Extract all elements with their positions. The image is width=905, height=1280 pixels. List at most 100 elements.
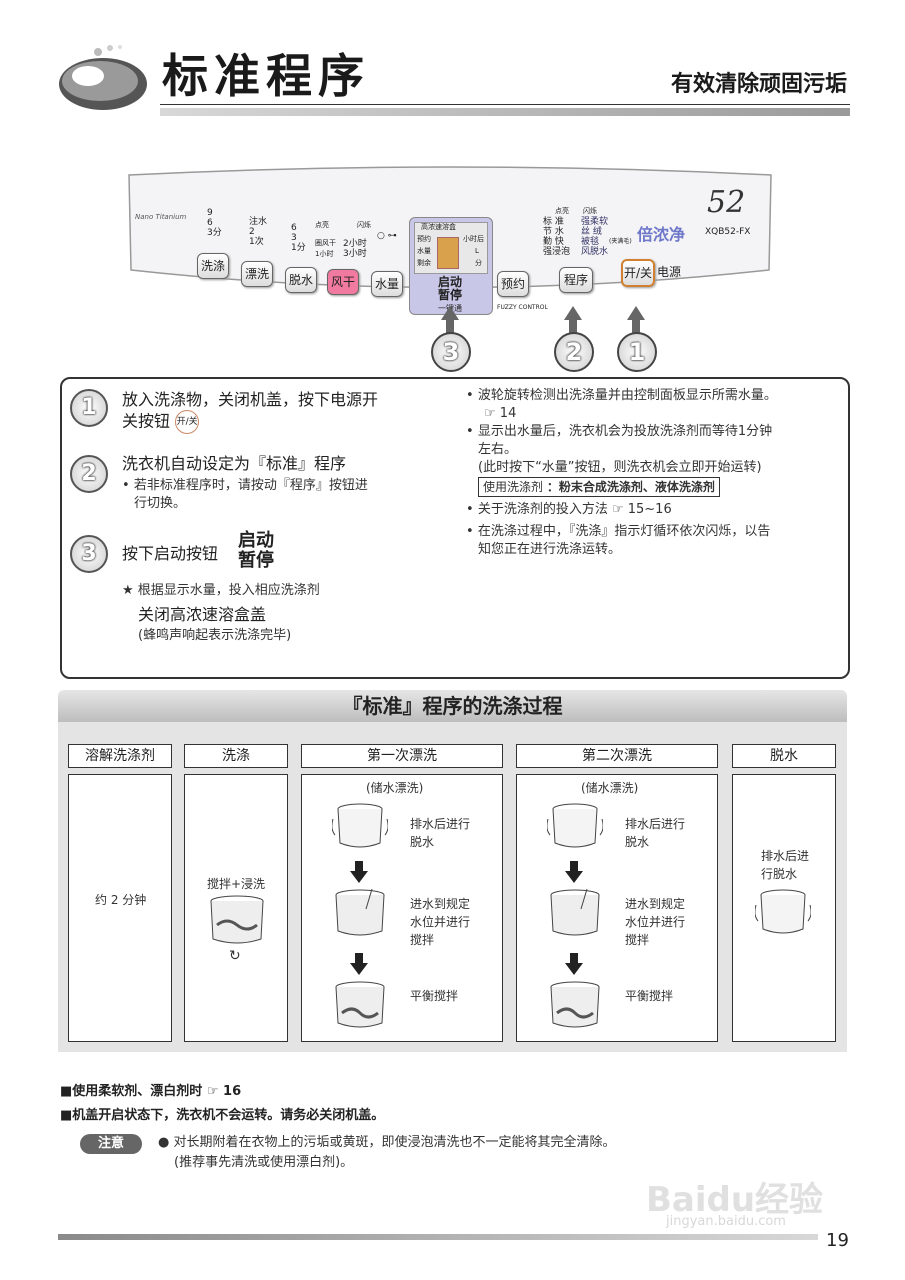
washing-tub-icon xyxy=(210,895,264,944)
dry-tag-blink: 闪烁 xyxy=(357,221,371,229)
wash-button[interactable]: 洗涤 xyxy=(197,253,229,279)
watermark-url: jingyan.baidu.com xyxy=(666,1214,786,1229)
col-header-rinse-2: 第二次漂洗 xyxy=(516,744,718,768)
down-arrow-icon xyxy=(565,953,583,975)
start-pause-label: 启动暂停 xyxy=(238,530,274,571)
down-arrow-icon xyxy=(350,953,368,975)
col-rinse-1: (储水漂洗) 排水后进行脱水 进水到规定水位并进行搅拌 平衡搅拌 xyxy=(301,774,503,1042)
note-lid: ■机盖开启状态下，洗衣机不会运转。请务必关闭机盖。 xyxy=(60,1108,385,1123)
water-level-button[interactable]: 水量 xyxy=(371,271,403,297)
step-3-beep-note: (蜂鸣声响起表示洗涤完毕) xyxy=(138,628,292,643)
power-label: 电源 xyxy=(657,265,682,279)
step-number: 2 xyxy=(70,455,108,493)
col-dissolve: 约 2 分钟 xyxy=(68,774,172,1042)
rinse-button[interactable]: 漂洗 xyxy=(241,261,273,287)
callout-number: 3 xyxy=(431,332,471,372)
step-number: 3 xyxy=(70,535,108,573)
display-label-reserve: 预约 xyxy=(417,235,431,243)
step-number: 1 xyxy=(70,389,108,427)
rinse-2-step-1: 排水后进行脱水 xyxy=(625,817,686,849)
step-3-star-note: ★ 根据显示水量，投入相应洗涤剂 xyxy=(122,583,320,598)
dissolve-time: 约 2 分钟 xyxy=(95,893,147,907)
rinse-mode: (储水漂洗) xyxy=(581,781,639,795)
rinse-2-step-2: 进水到规定水位并进行搅拌 xyxy=(625,897,686,947)
callout-number: 1 xyxy=(617,332,657,372)
display-label-hours-later: 小时后 xyxy=(463,235,484,243)
step-2-text: 洗衣机自动设定为『标准』程序 xyxy=(122,454,347,473)
program-list-right: 强柔软丝 绒被毯风脱水 xyxy=(581,217,609,257)
reserve-button[interactable]: 预约 xyxy=(497,271,529,297)
note-softener: ■使用柔软剂、漂白剂时 ☞ 16 xyxy=(60,1084,242,1099)
caution-badge: 注意 xyxy=(80,1134,142,1154)
down-arrow-icon xyxy=(565,861,583,883)
step-1-text: 放入洗涤物，关闭机盖，按下电源开 关按钮 开/关 xyxy=(122,389,452,434)
rinse-1-step-1: 排水后进行脱水 xyxy=(410,817,471,849)
callout-arrow-icon xyxy=(441,306,459,320)
dry-tag-circle: 圈风干 xyxy=(315,239,336,247)
key-lock-icon: ○ ⊶ xyxy=(377,231,397,241)
program-tag-blink: 闪烁 xyxy=(583,207,597,215)
callout-arrow-icon xyxy=(564,306,582,320)
page-title: 标准程序 xyxy=(162,49,370,103)
dry-button[interactable]: 风干 xyxy=(327,269,359,295)
rinse-1-step-2: 进水到规定水位并进行搅拌 xyxy=(410,897,471,947)
segment-display xyxy=(437,237,459,269)
wash-desc: 搅拌+浸洗 xyxy=(207,877,266,891)
fill-water-tub-icon xyxy=(335,889,385,936)
page-number: 19 xyxy=(826,1230,849,1251)
display-label-remaining: 剩余 xyxy=(417,259,431,267)
col-header-dissolve: 溶解洗涤剂 xyxy=(68,744,172,768)
col-header-rinse-1: 第一次漂洗 xyxy=(301,744,503,768)
footer-bar xyxy=(58,1234,818,1240)
model-number: 52 xyxy=(707,185,746,220)
watermark-brand: Baidu经验 xyxy=(646,1180,824,1220)
nano-titanium-logo: Nano Titanium xyxy=(135,213,187,221)
display-label-liters: L xyxy=(475,247,479,255)
display-label-minutes: 分 xyxy=(475,259,482,267)
header-logo-icon xyxy=(59,45,147,110)
spin-tub-icon xyxy=(755,889,811,934)
steps-box: 1 放入洗涤物，关闭机盖，按下电源开 关按钮 开/关 2 洗衣机自动设定为『标准… xyxy=(60,377,850,679)
program-list-left: 标 准节 水勤 快强浸泡 xyxy=(543,217,571,257)
rinse-2-step-3: 平衡搅拌 xyxy=(625,989,674,1003)
right-notes: • 波轮旋转检测出洗涤量并由控制面板显示所需水量。 ☞ 14 • 显示出水量后，… xyxy=(466,388,777,557)
step-3-close-lid: 关闭高浓速溶盒盖 xyxy=(138,605,267,624)
spin-desc: 排水后进行脱水 xyxy=(761,849,810,881)
step-2-bullet: • 若非标准程序时，请按动『程序』按钮进 行切换。 xyxy=(122,478,368,511)
header-rule xyxy=(160,104,850,105)
display-label-detergent-box: 高浓速溶盒 xyxy=(421,223,456,231)
page-subtitle: 有效清除顽固污垢 xyxy=(670,72,847,97)
fuzzy-control-label: FUZZY CONTROL xyxy=(497,304,548,311)
caution-text: ● 对长期附着在衣物上的污垢或黄斑，即使浸泡清洗也不一定能将其完全清除。 (推荐… xyxy=(158,1135,616,1170)
col-header-spin: 脱水 xyxy=(732,744,836,768)
step-3-text: 按下启动按钮 xyxy=(122,544,219,563)
program-tag-lit: 点亮 xyxy=(555,207,569,215)
dry-tag-lit: 点亮 xyxy=(315,221,329,229)
header-bar xyxy=(160,108,850,116)
model-code: XQB52-FX xyxy=(705,227,751,237)
col-wash: 搅拌+浸洗 ↻ xyxy=(184,774,288,1042)
power-button[interactable]: 开/关 xyxy=(621,259,655,287)
balance-stir-tub-icon xyxy=(335,981,385,1028)
program-button[interactable]: 程序 xyxy=(559,267,593,293)
col-spin: 排水后进行脱水 xyxy=(732,774,836,1042)
process-heading: 『标准』程序的洗涤过程 xyxy=(58,690,847,722)
rotate-icon: ↻ xyxy=(229,948,241,964)
dry-tag-1h: 1小时 xyxy=(315,250,334,258)
callout-number: 2 xyxy=(554,332,594,372)
program-list-note: (夹满毛) xyxy=(609,238,632,245)
spin-button[interactable]: 脱水 xyxy=(285,267,317,293)
balance-stir-tub-icon xyxy=(550,981,600,1028)
rinse-mode: (储水漂洗) xyxy=(366,781,424,795)
brand-mark: 倍浓净 xyxy=(637,225,686,244)
display-label-water: 水量 xyxy=(417,247,431,255)
fill-water-tub-icon xyxy=(550,889,600,936)
power-button-icon: 开/关 xyxy=(175,410,200,434)
col-rinse-2: (储水漂洗) 排水后进行脱水 进水到规定水位并进行搅拌 平衡搅拌 xyxy=(516,774,718,1042)
col-header-wash: 洗涤 xyxy=(184,744,288,768)
